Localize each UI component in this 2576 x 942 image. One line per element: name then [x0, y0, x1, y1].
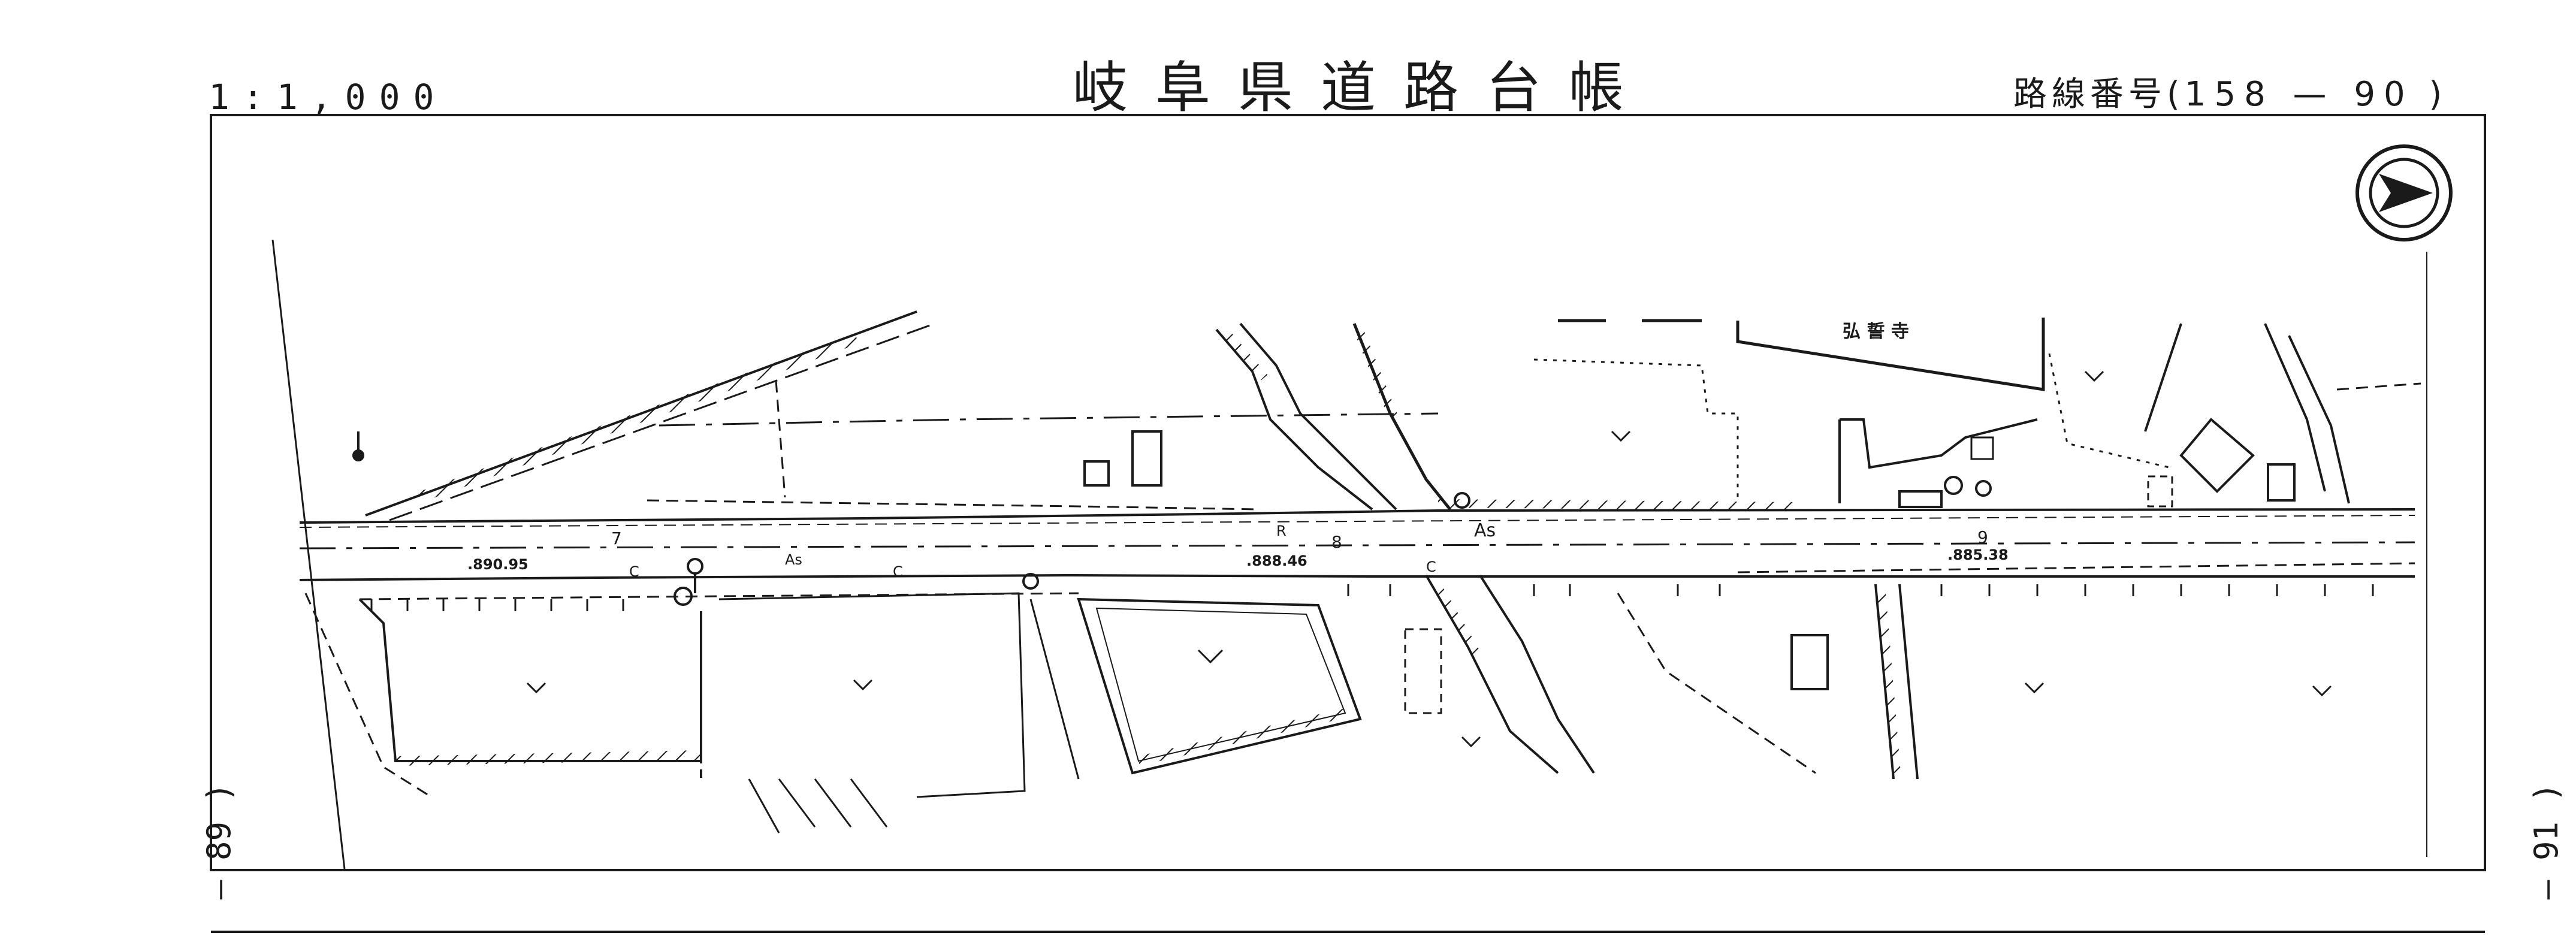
lower-channel — [1404, 574, 1829, 774]
map-scale: 1:1,000 — [209, 77, 448, 117]
main-road — [299, 508, 2415, 600]
lower-left-parcels — [358, 592, 1026, 834]
route-number-label: 路線番号(158 — 90 ) — [2013, 67, 2447, 116]
route-number: 158 — 90 — [2184, 75, 2414, 114]
north-arrow-icon — [2355, 144, 2453, 241]
route-open-paren: ( — [2167, 75, 2185, 114]
route-label: 路線番号 — [2013, 75, 2167, 114]
elevation-3: .885.38 — [1947, 547, 2009, 563]
curb-label-2: C — [893, 563, 903, 580]
left-boundary — [271, 239, 432, 869]
curb-label-1: C — [629, 563, 639, 580]
lower-right-parcel — [1874, 584, 1919, 780]
map-frame — [210, 114, 2486, 871]
temple-block — [1438, 318, 2045, 511]
v-field-icon — [526, 370, 2332, 748]
utility-symbols — [352, 431, 1992, 606]
route-close-paren: ) — [2413, 75, 2447, 114]
station-9: 9 — [1977, 527, 1988, 547]
upper-channel — [1083, 322, 1451, 511]
page-title: 岐阜県道路台帳 — [1073, 56, 1652, 120]
temple-label: 弘 誓 寺 — [1843, 321, 1909, 342]
curb-label-3: C — [1426, 558, 1436, 575]
central-parcel — [1029, 597, 1362, 780]
surface-label-center: As — [1474, 520, 1496, 541]
elevation-2: .888.46 — [1246, 552, 1307, 569]
elevation-1: .890.95 — [467, 556, 529, 573]
station-7: 7 — [611, 529, 622, 548]
upper-right-parcels — [2048, 323, 2421, 508]
station-8: 8 — [1331, 532, 1342, 552]
surface-label-left: As — [785, 551, 802, 568]
roadside-wall-ticks — [370, 584, 2374, 611]
ramp-label: R — [1276, 523, 1287, 539]
upper-left-road — [365, 310, 1439, 521]
